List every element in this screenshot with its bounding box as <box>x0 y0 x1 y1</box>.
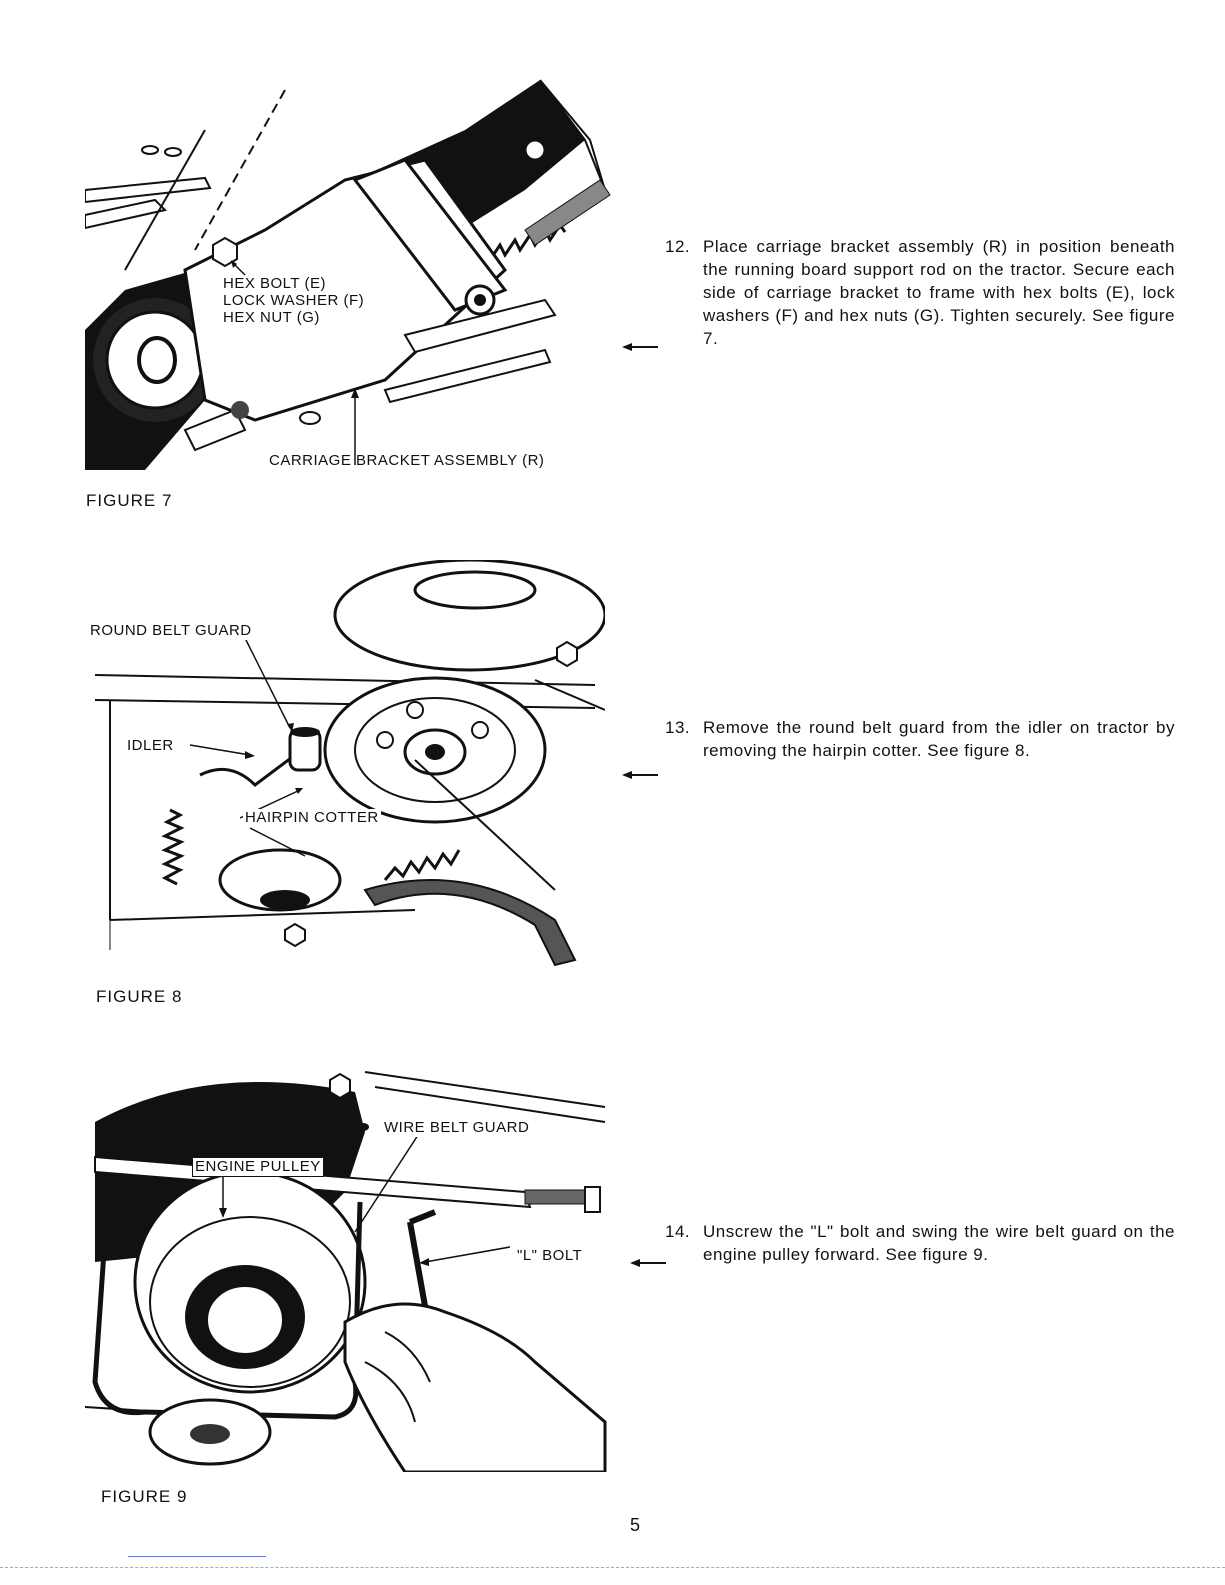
left-arrow-icon <box>622 771 658 779</box>
hex-nut-label: HEX NUT (G) <box>223 309 320 326</box>
wire-belt-guard-label: WIRE BELT GUARD <box>382 1119 532 1137</box>
figure-9: WIRE BELT GUARD ENGINE PULLEY "L" BOLT <box>85 1062 615 1472</box>
l-bolt-label: "L" BOLT <box>515 1247 585 1265</box>
figure-9-illustration <box>85 1071 607 1472</box>
engine-pulley-label: ENGINE PULLEY <box>192 1157 324 1177</box>
round-belt-guard-label: ROUND BELT GUARD <box>88 622 254 640</box>
carriage-bracket-label: CARRIAGE BRACKET ASSEMBLY (R) <box>269 452 545 469</box>
figure-7-illustration <box>85 79 611 470</box>
figure-7: HEX BOLT (E) LOCK WASHER (F) HEX NUT (G)… <box>85 70 615 480</box>
page-edge-rule <box>0 1567 1225 1568</box>
footer-rule <box>128 1556 266 1557</box>
step-number: 13. <box>665 718 691 737</box>
step-number: 14. <box>665 1222 691 1241</box>
figure-8-caption: FIGURE 8 <box>96 987 183 1006</box>
hairpin-cotter-label: HAIRPIN COTTER <box>243 809 381 827</box>
step-12: 12. Place carriage bracket assembly (R) … <box>665 235 1175 350</box>
step-number: 12. <box>665 237 691 256</box>
figure-7-caption: FIGURE 7 <box>86 491 173 510</box>
step-text: Remove the round belt guard from the idl… <box>703 718 1175 760</box>
page-number: 5 <box>630 1515 641 1535</box>
step-text: Unscrew the "L" bolt and swing the wire … <box>703 1222 1175 1264</box>
left-arrow-icon <box>630 1259 666 1267</box>
figure-8-illustration <box>94 560 605 967</box>
step-text: Place carriage bracket assembly (R) in p… <box>703 237 1175 348</box>
figure-8: ROUND BELT GUARD IDLER HAIRPIN COTTER <box>85 560 605 970</box>
step-13: 13. Remove the round belt guard from the… <box>665 716 1175 762</box>
figure-9-caption: FIGURE 9 <box>101 1487 188 1506</box>
hex-bolt-label: HEX BOLT (E) <box>223 275 326 292</box>
idler-label: IDLER <box>125 737 176 755</box>
step-14: 14. Unscrew the "L" bolt and swing the w… <box>665 1220 1175 1266</box>
left-arrow-icon <box>622 343 658 351</box>
lock-washer-label: LOCK WASHER (F) <box>223 292 365 309</box>
